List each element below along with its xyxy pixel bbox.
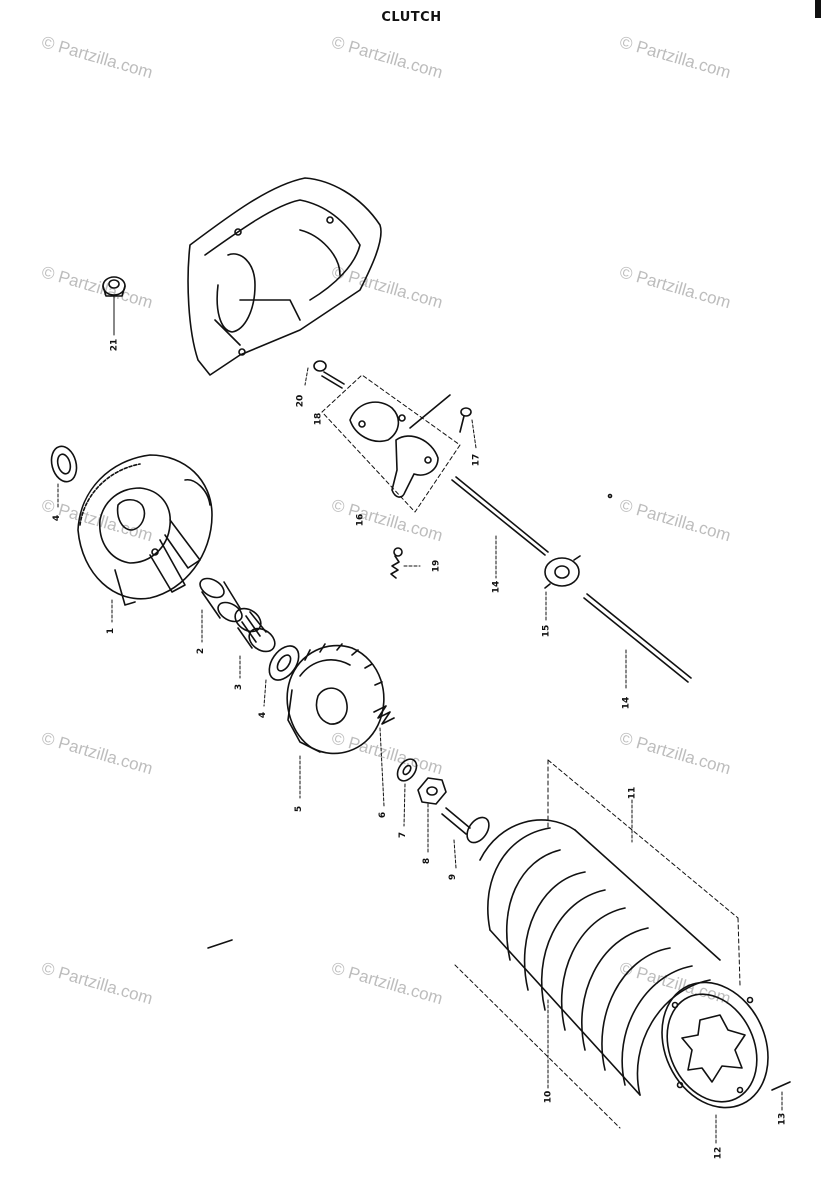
part-20-bolt	[313, 360, 345, 389]
part-label-3: 3	[234, 683, 245, 691]
part-label-20: 20	[295, 394, 306, 408]
part-12-pressure-plate	[661, 981, 769, 1109]
part-16-release-assembly	[321, 374, 461, 513]
part-9-bolt	[441, 807, 490, 844]
part-3-needle-bearing	[234, 607, 276, 653]
part-19-spring	[390, 547, 403, 579]
part-label-21: 21	[109, 338, 120, 352]
part-label-17: 17	[471, 453, 482, 467]
part-6-spring	[373, 705, 395, 725]
part-label-16: 16	[355, 513, 366, 527]
part-label-14: 14	[491, 580, 502, 594]
part-label-12: 12	[713, 1146, 724, 1160]
part-4-washer-top	[50, 445, 78, 483]
part-label-9: 9	[448, 873, 459, 881]
part-label-5: 5	[294, 805, 305, 813]
part-label-13: 13	[777, 1112, 788, 1126]
part-8-nut	[417, 777, 447, 805]
part-label-18: 18	[313, 412, 324, 426]
part-14-pushrod-lower	[583, 593, 692, 683]
part-13-pin	[771, 1081, 791, 1091]
leader-lines	[57, 295, 783, 1146]
part-17-screw	[459, 407, 472, 433]
diagram-title: CLUTCH	[381, 10, 442, 25]
part-4-washer-mid	[268, 645, 300, 681]
mark	[207, 939, 233, 949]
part-label-19: 19	[431, 559, 442, 573]
part-21-nut	[102, 276, 126, 297]
part-7-washer	[396, 758, 418, 782]
part-label-7: 7	[398, 831, 409, 839]
part-label-8: 8	[422, 857, 433, 865]
part-label-6: 6	[378, 811, 389, 819]
part-14-pushrod-upper	[451, 476, 549, 556]
part-label-10: 10	[543, 1090, 554, 1104]
part-label-4: 4	[52, 514, 63, 522]
part-label-1: 1	[106, 627, 117, 635]
corner-mark	[815, 0, 821, 18]
part-label-2: 2	[196, 647, 207, 655]
part-label-4: 4	[258, 711, 269, 719]
crankcase-cover	[187, 177, 382, 376]
part-label-15: 15	[541, 624, 552, 638]
part-5-clutch-boss	[286, 643, 385, 755]
part-label-14: 14	[621, 696, 632, 710]
part-label-11: 11	[627, 786, 638, 800]
part-10-11-clutch-plates	[454, 759, 741, 1129]
part-15-oil-seal	[544, 555, 581, 589]
part-1-clutch-housing	[77, 454, 213, 606]
mark	[607, 493, 613, 499]
part-2-spacer	[199, 577, 243, 623]
